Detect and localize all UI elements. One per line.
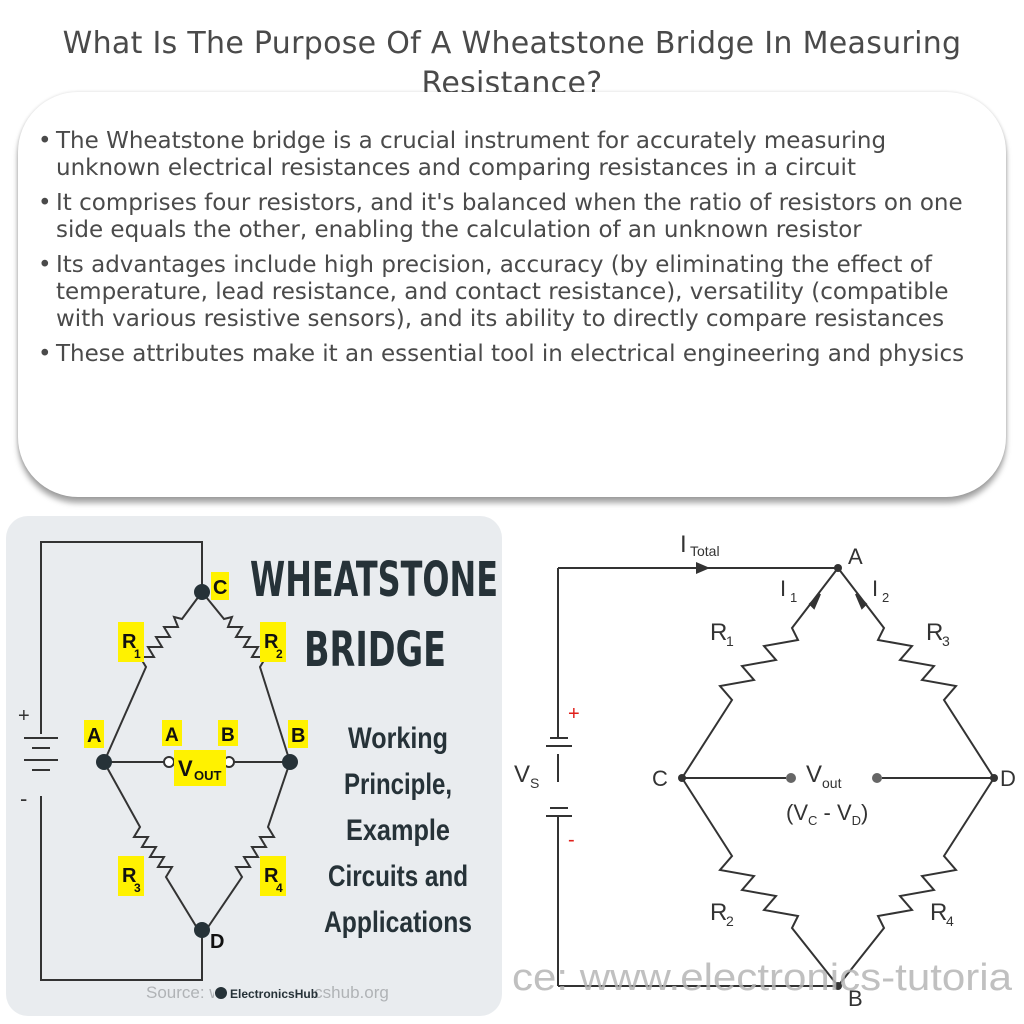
r4-label: R — [264, 865, 279, 887]
current-arrow-icon — [808, 593, 821, 610]
battery-plus: + — [18, 705, 30, 727]
node-c-label: C — [213, 577, 227, 599]
battery-minus: - — [568, 829, 575, 851]
battery-plus: + — [568, 703, 580, 725]
current-arrow-icon — [696, 562, 710, 574]
subtitle-line: Principle, — [344, 768, 452, 801]
node-b-dot — [282, 754, 298, 770]
vout-terminal — [872, 773, 882, 783]
r2-label: R — [710, 899, 727, 926]
i-total-label: I — [680, 531, 687, 558]
node-a-dot — [834, 564, 842, 572]
vout-b-label: B — [221, 725, 235, 746]
node-d-dot — [990, 774, 998, 782]
r4-subscript: 4 — [946, 913, 954, 929]
node-c-label: C — [652, 766, 668, 791]
bullet-item: These attributes make it an essential to… — [36, 341, 996, 368]
node-a-label: A — [848, 544, 863, 569]
node-a-dot — [96, 754, 112, 770]
r1-label: R — [122, 631, 137, 653]
r1-label: R — [710, 619, 727, 646]
i2-label: I — [872, 576, 878, 601]
electronicshub-logo: ElectronicsHub — [230, 987, 318, 1001]
node-b-label: B — [291, 725, 305, 747]
vout-subscript: OUT — [194, 768, 222, 783]
vs-label: V — [514, 761, 530, 788]
node-d-label: D — [210, 931, 224, 953]
wheatstone-infographic: + - C A B A B V OUT R 1 R 2 R 3 — [6, 516, 502, 1016]
source-watermark: ce: www.electronics-tutoria — [512, 957, 1013, 999]
r2-subscript: 2 — [726, 913, 734, 929]
r3-subscript: 3 — [134, 881, 141, 895]
node-c-dot — [194, 584, 210, 600]
node-d-dot — [194, 922, 210, 938]
node-a-label: A — [87, 725, 101, 747]
wheatstone-bridge-diagram: + - C A B A B V OUT R 1 R 2 R 3 — [18, 541, 498, 1004]
i1-label: I — [780, 576, 786, 601]
wheatstone-circuit-figure: I Total I 1 I 2 A C D B R 1 R 3 R 2 R 4 … — [510, 516, 1020, 1016]
node-c-dot — [678, 774, 686, 782]
r4-subscript: 4 — [276, 881, 283, 895]
vout-a-label: A — [165, 725, 179, 746]
vout-label: V — [806, 761, 822, 788]
page-title: What Is The Purpose Of A Wheatstone Brid… — [62, 26, 962, 101]
r3-subscript: 3 — [942, 633, 950, 649]
subtitle-line: Applications — [324, 906, 472, 939]
heading-bridge: BRIDGE — [304, 622, 446, 678]
r4-label: R — [930, 899, 947, 926]
i-total-subscript: Total — [690, 543, 720, 559]
r1-subscript: 1 — [134, 647, 141, 661]
bullet-item: It comprises four resistors, and it's ba… — [36, 190, 996, 244]
bullet-item: The Wheatstone bridge is a crucial instr… — [36, 128, 996, 182]
battery-minus: - — [20, 786, 27, 811]
vout-terminal — [786, 773, 796, 783]
current-arrow-icon — [855, 593, 868, 610]
bullet-list: The Wheatstone bridge is a crucial instr… — [36, 128, 996, 376]
node-d-label: D — [1000, 766, 1016, 791]
wheatstone-circuit-diagram: I Total I 1 I 2 A C D B R 1 R 3 R 2 R 4 … — [512, 531, 1016, 1011]
heading-wheatstone: WHEATSTONE — [250, 552, 498, 608]
vout-expression: (VC - VD) — [786, 800, 868, 828]
r1-subscript: 1 — [726, 633, 734, 649]
node-b-label: B — [848, 986, 863, 1011]
r2-subscript: 2 — [276, 647, 283, 661]
vs-subscript: S — [530, 775, 539, 791]
subtitle-line: Example — [346, 814, 450, 847]
r3-label: R — [122, 865, 137, 887]
vout-label: V — [178, 756, 193, 781]
r2-label: R — [264, 631, 279, 653]
subtitle-line: Circuits and — [328, 860, 468, 893]
node-b-dot — [834, 982, 842, 990]
i1-subscript: 1 — [790, 590, 797, 605]
i2-subscript: 2 — [882, 590, 889, 605]
subtitle-line: Working — [348, 722, 448, 755]
r3-label: R — [926, 619, 943, 646]
vout-subscript: out — [822, 775, 842, 791]
bullet-item: Its advantages include high precision, a… — [36, 252, 996, 333]
electronicshub-logo-icon — [215, 987, 227, 999]
